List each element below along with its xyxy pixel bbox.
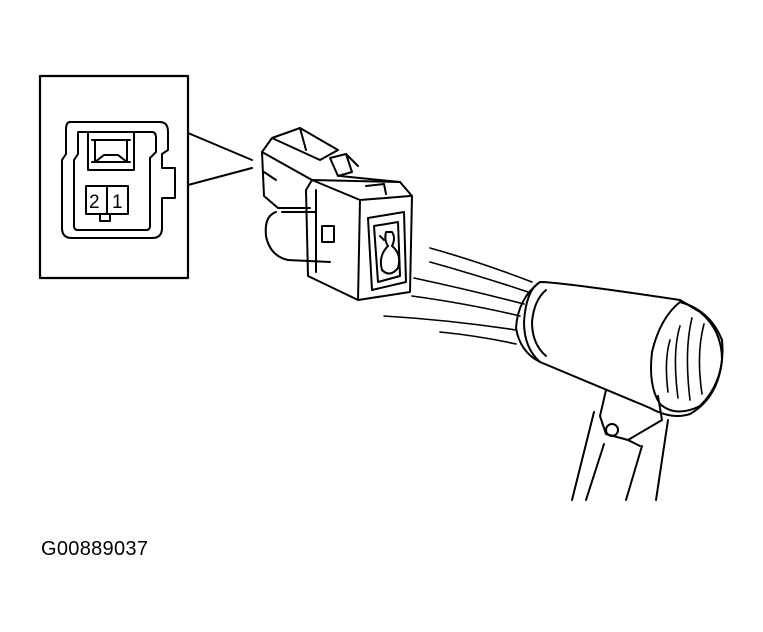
- callout-lines: [187, 132, 253, 186]
- wire-harness: [383, 247, 533, 345]
- pin-label-2: 2: [89, 192, 100, 213]
- pin-label-1: 1: [112, 192, 123, 213]
- figure-id: G00889037: [41, 538, 149, 560]
- inset-frame: [38, 74, 190, 280]
- switch-lever: [515, 281, 724, 501]
- connector-face-inner: [73, 131, 157, 231]
- locking-tab: [87, 131, 135, 171]
- connector-face-inset: 2 1: [38, 74, 190, 280]
- connector: [261, 127, 413, 301]
- connector-face-outline: [61, 121, 176, 239]
- pin-cavities: [85, 185, 129, 222]
